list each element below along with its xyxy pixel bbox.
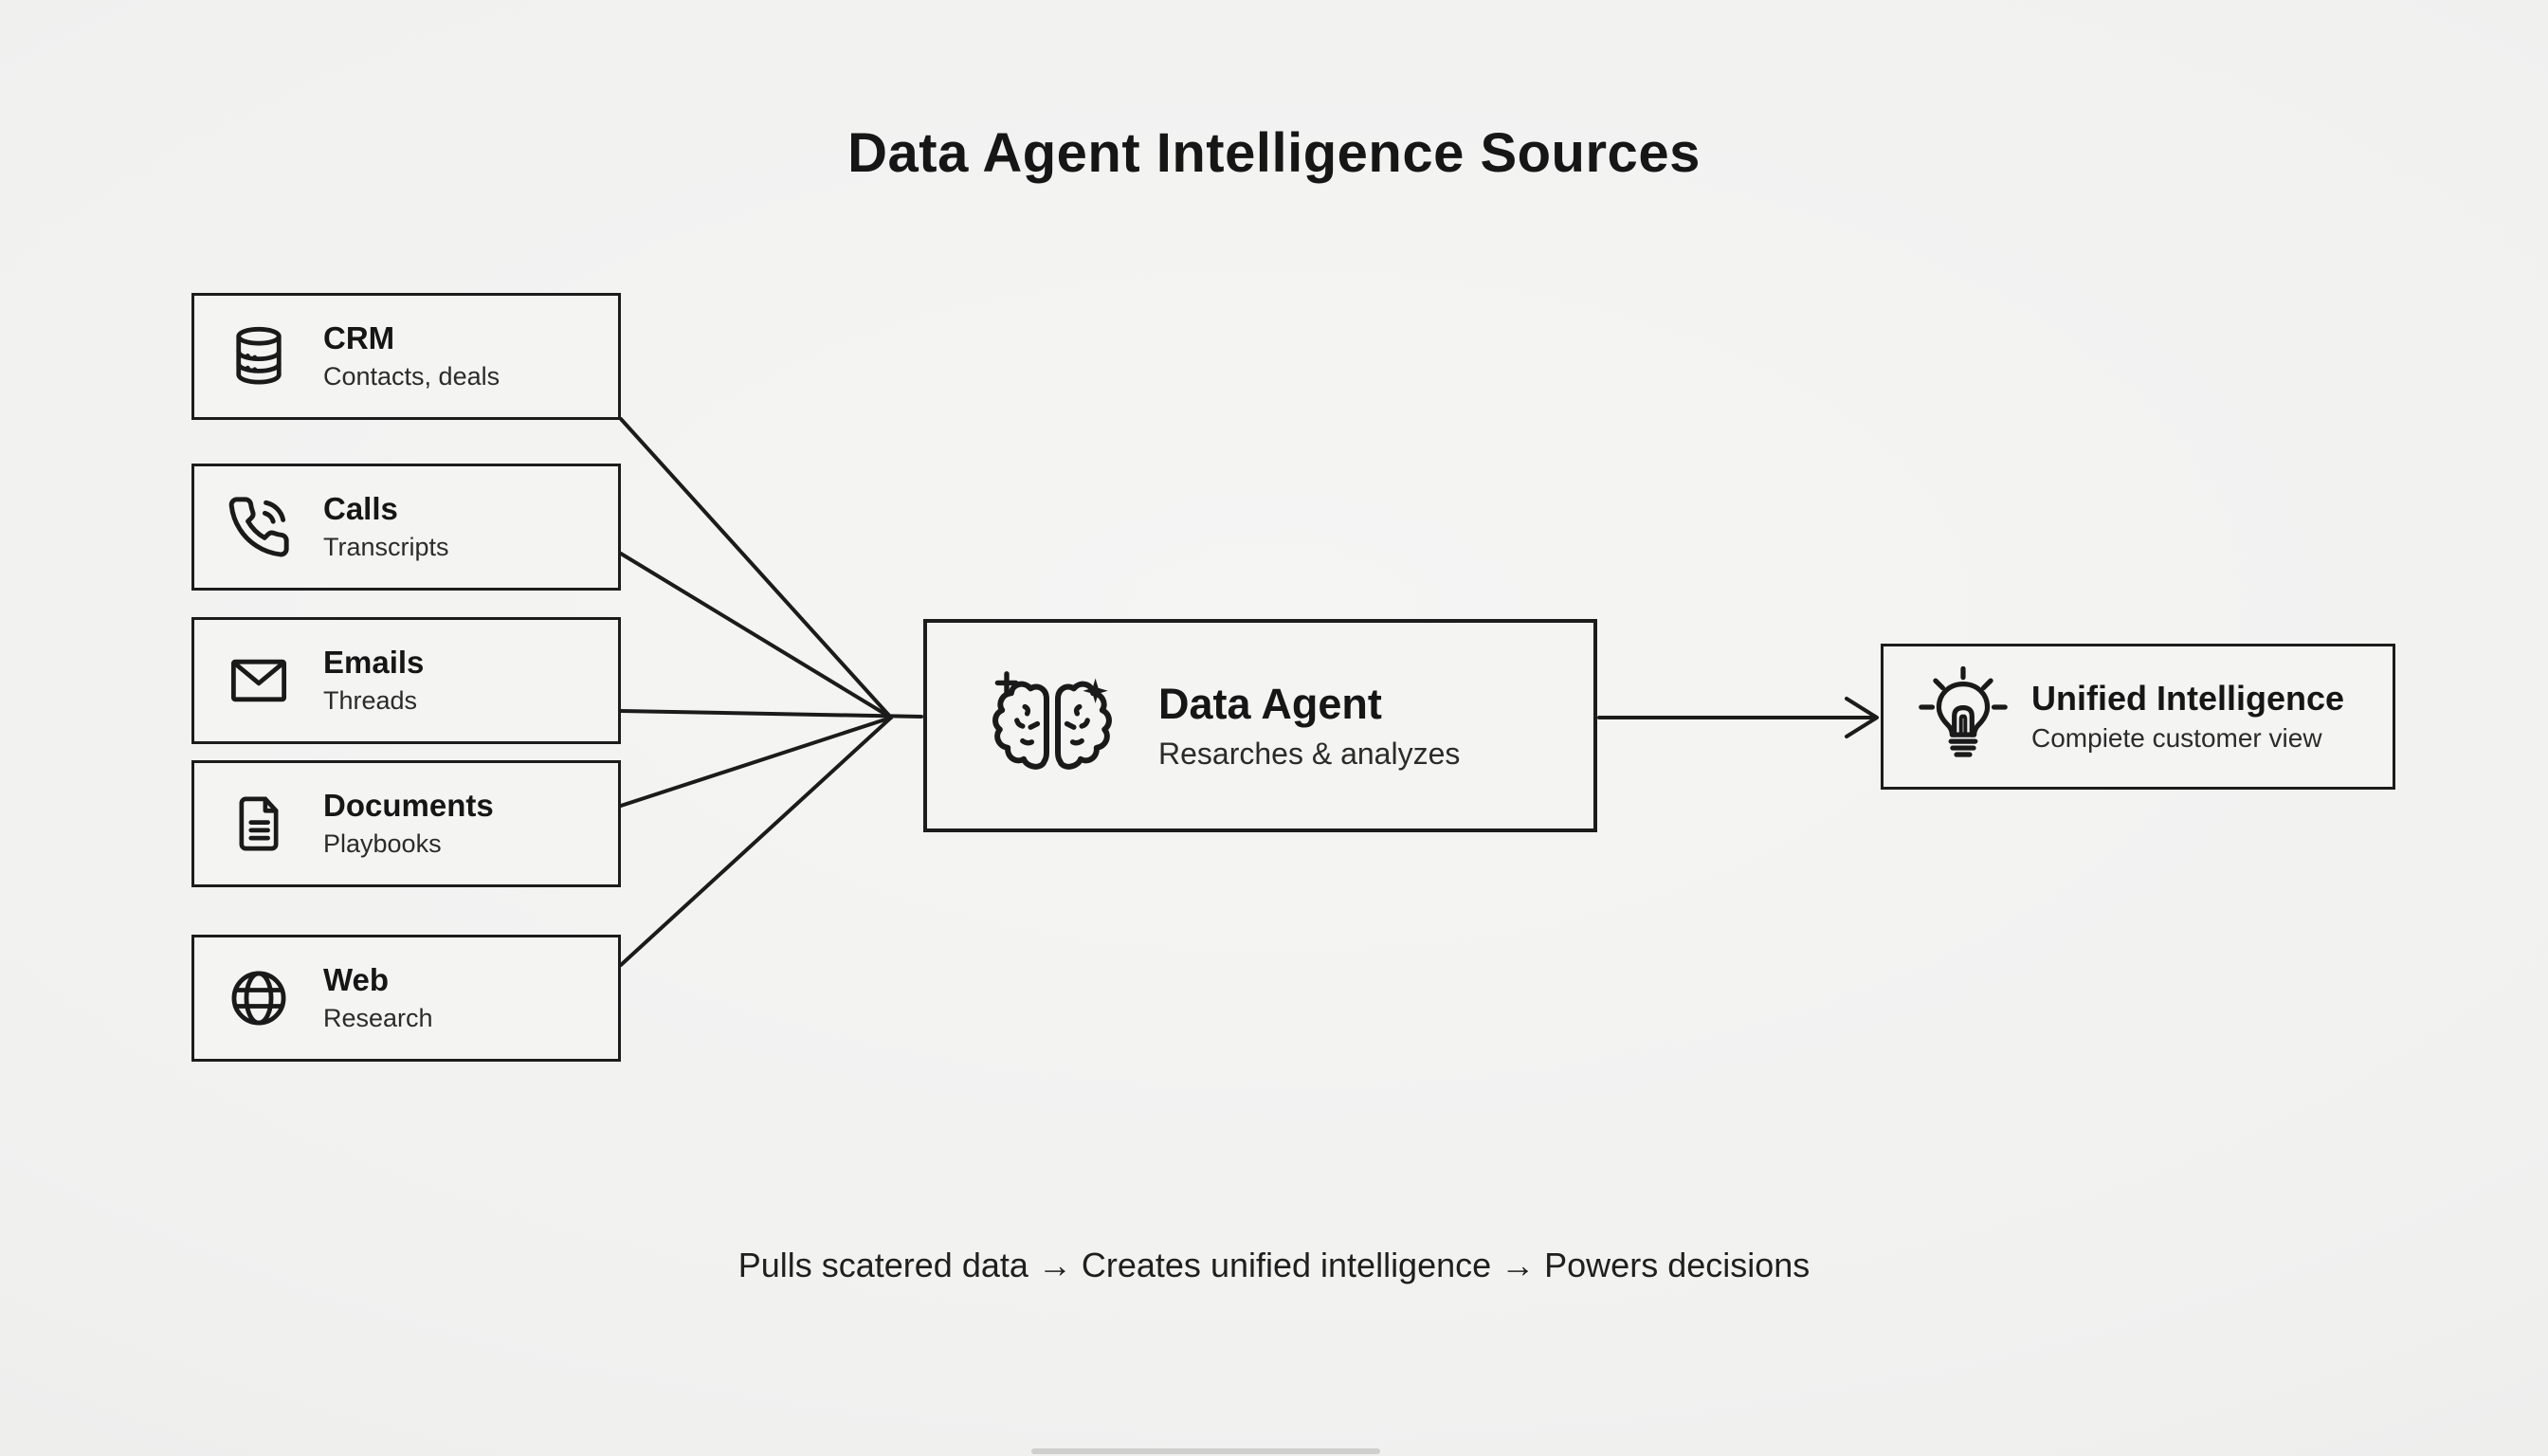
source-label: Web: [323, 962, 390, 998]
agent-label: Data Agent: [1158, 679, 1382, 728]
connector-calls: [619, 552, 893, 719]
agent-sublabel: Resarches & analyzes: [1158, 736, 1461, 771]
flow-arrow-head: [1845, 697, 1879, 738]
phone-icon: [225, 494, 293, 560]
source-sublabel: Contacts, deals: [323, 362, 500, 391]
connector-crm: [619, 417, 893, 719]
bottom-indicator-bar: [1031, 1448, 1380, 1454]
document-icon: [225, 792, 293, 855]
source-sublabel: Threads: [323, 686, 418, 716]
source-label: Emails: [323, 645, 425, 681]
output-sublabel: Compiete customer view: [2031, 723, 2322, 754]
source-sublabel: Research: [323, 1004, 433, 1033]
connector-web: [619, 716, 893, 967]
source-label: Calls: [323, 491, 398, 527]
envelope-icon: [225, 648, 293, 713]
output-box: Unified Intelligence Compiete customer v…: [1881, 644, 2395, 790]
source-label: CRM: [323, 320, 395, 356]
database-icon: [225, 324, 293, 389]
connector-emails: [619, 709, 923, 719]
page-title: Data Agent Intelligence Sources: [847, 122, 1701, 184]
source-sublabel: Transcripts: [323, 533, 449, 562]
output-label: Unified Intelligence: [2031, 679, 2345, 718]
globe-icon: [225, 966, 293, 1030]
source-box-emails: Emails Threads: [191, 617, 621, 744]
connector-documents: [619, 716, 893, 808]
source-sublabel: Playbooks: [323, 829, 442, 859]
lightbulb-icon: [1916, 665, 2011, 768]
source-box-crm: CRM Contacts, deals: [191, 293, 621, 420]
source-box-calls: Calls Transcripts: [191, 464, 621, 591]
source-label: Documents: [323, 788, 494, 824]
source-box-documents: Documents Playbooks: [191, 760, 621, 887]
source-box-web: Web Research: [191, 935, 621, 1062]
agent-box: Data Agent Resarches & analyzes: [923, 619, 1597, 832]
brain-icon: [990, 670, 1115, 781]
flow-summary-text: Pulls scatered data → Creates unified in…: [737, 1246, 1811, 1284]
